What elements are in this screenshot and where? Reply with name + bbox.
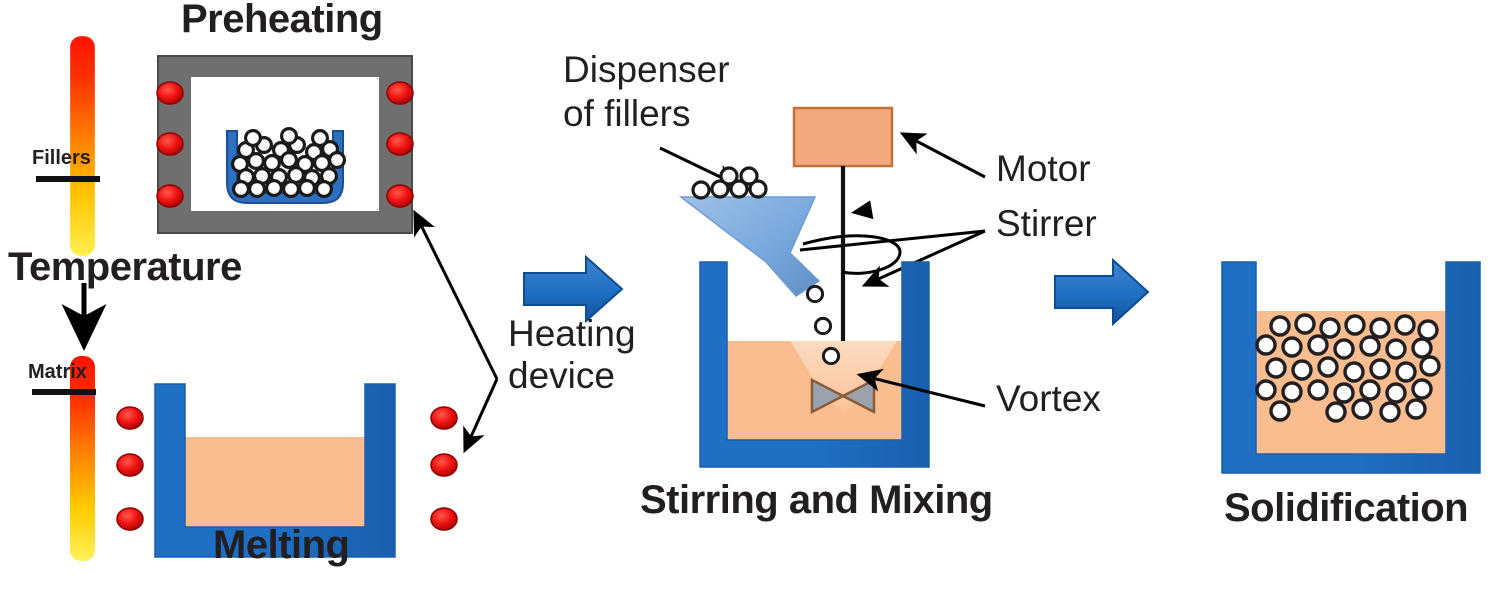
vortex-leader-line: [856, 368, 986, 408]
temperature-scale-upper: [69, 35, 96, 257]
stage-label-preheating: Preheating: [181, 0, 383, 41]
stage-label-solidification: Solidification: [1224, 486, 1469, 530]
furnace-heaters-right: [386, 81, 414, 208]
dispenser-label-line1: Dispenser: [563, 49, 730, 90]
temperature-axis-label: Temperature: [8, 245, 242, 289]
preheating-furnace: [156, 55, 414, 234]
vortex-label: Vortex: [996, 378, 1101, 419]
process-arrow-2: [1054, 257, 1150, 327]
process-arrow-1: [523, 254, 624, 324]
motor-label: Motor: [996, 148, 1091, 189]
motor-unit: [792, 106, 894, 168]
rotation-swirl-arrow: [802, 200, 902, 275]
matrix-label: Matrix: [28, 361, 87, 383]
heating-device-leader-lines: [413, 209, 499, 454]
heating-device-label-line2: device: [508, 355, 615, 396]
furnace-heaters-left: [156, 81, 184, 208]
temperature-scale-lower: [70, 356, 95, 561]
heating-device-label-line1: Heating: [508, 313, 636, 354]
solidification-particles: [1255, 313, 1441, 423]
stirrer-label: Stirrer: [996, 203, 1097, 244]
falling-filler-particles: [805, 284, 841, 366]
stage-label-stirring-and-mixing: Stirring and Mixing: [640, 478, 993, 522]
dispenser-label-line2: of fillers: [563, 93, 691, 134]
matrix-label-underline: [32, 389, 96, 395]
fillers-label: Fillers: [32, 147, 91, 169]
motor-leader-line: [899, 132, 986, 179]
melting-crucible: [116, 383, 458, 558]
melting-heaters-right: [430, 406, 458, 531]
fillers-label-underline: [36, 176, 100, 182]
dispenser-filler-particles: [691, 166, 768, 200]
stirrer-leader-lines: [799, 229, 986, 287]
preheating-filler-particles: [231, 127, 347, 199]
stage-label-melting: Melting: [213, 523, 350, 567]
dispenser-funnel: [678, 196, 821, 297]
melting-heaters-left: [116, 406, 144, 531]
